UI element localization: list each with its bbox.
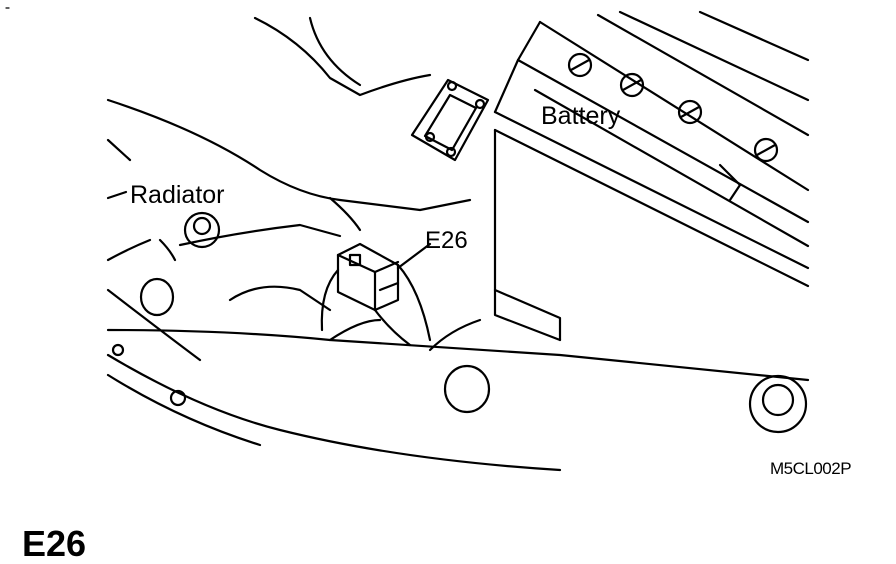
- radiator-shroud: [106, 16, 472, 262]
- radiator-bolt: [183, 211, 221, 249]
- battery: [493, 10, 810, 342]
- mount-hole-center: [443, 364, 491, 414]
- mount-hole-left: [139, 277, 175, 317]
- battery-label: Battery: [541, 102, 621, 130]
- battery-cap-1: [567, 52, 593, 78]
- battery-bracket: [410, 78, 490, 162]
- battery-cap-4: [753, 137, 779, 163]
- radiator-label: Radiator: [130, 181, 225, 209]
- mount-hole-right: [748, 374, 808, 434]
- connector-label: E26: [425, 227, 468, 254]
- connector-e26: [320, 242, 432, 347]
- crossmember: [106, 285, 810, 472]
- figure-code: M5CL002P: [770, 459, 852, 478]
- battery-cap-3: [677, 99, 703, 125]
- connector-caption: E26: [22, 523, 87, 564]
- radiator-leader: [106, 190, 128, 200]
- small-bolt-left: [111, 343, 187, 407]
- battery-cap-2: [619, 72, 645, 98]
